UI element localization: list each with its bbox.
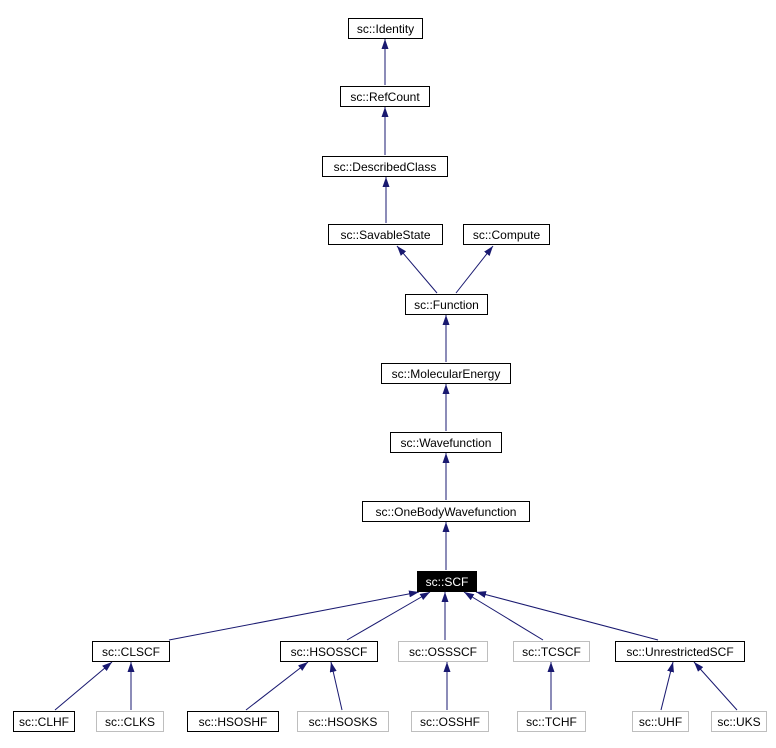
class-node-label: sc::SavableState (340, 227, 431, 242)
class-node-savablestate[interactable]: sc::SavableState (328, 224, 443, 245)
class-node-wavefunction[interactable]: sc::Wavefunction (390, 432, 502, 453)
class-node-label: sc::HSOSHF (198, 714, 268, 729)
class-node-label: sc::RefCount (350, 89, 420, 104)
class-node-hsosscf[interactable]: sc::HSOSSCF (280, 641, 378, 662)
class-node-label: sc::OneBodyWavefunction (375, 504, 517, 519)
class-node-compute[interactable]: sc::Compute (463, 224, 550, 245)
class-node-describedclass[interactable]: sc::DescribedClass (322, 156, 448, 177)
inheritance-arrow-tcscf-to-scf (463, 591, 544, 641)
class-node-ossscf: sc::OSSSCF (398, 641, 488, 662)
class-node-refcount[interactable]: sc::RefCount (340, 86, 430, 107)
class-node-hsosks: sc::HSOSKS (297, 711, 389, 732)
inheritance-arrow-function-to-savablestate (396, 245, 438, 294)
class-node-label: sc::HSOSKS (308, 714, 378, 729)
class-node-label: sc::Identity (356, 21, 415, 36)
class-node-label: sc::UHF (638, 714, 683, 729)
class-node-onebodywavefunction[interactable]: sc::OneBodyWavefunction (362, 501, 530, 522)
class-node-label: sc::OSSSCF (408, 644, 477, 659)
class-node-scf: sc::SCF (417, 571, 477, 592)
class-node-label: sc::MolecularEnergy (391, 366, 501, 381)
class-node-uks: sc::UKS (711, 711, 767, 732)
class-node-label: sc::HSOSSCF (290, 644, 368, 659)
class-node-label: sc::TCSCF (522, 644, 581, 659)
class-node-clks: sc::CLKS (96, 711, 164, 732)
class-node-hsoshf[interactable]: sc::HSOSHF (187, 711, 279, 732)
inheritance-arrow-clscf-to-scf (168, 590, 420, 641)
class-node-label: sc::SCF (425, 574, 469, 589)
class-node-osshf: sc::OSSHF (411, 711, 489, 732)
inheritance-arrow-hsosscf-to-scf (346, 591, 431, 641)
inheritance-arrow-hsoshf-to-hsosscf (245, 661, 309, 711)
class-node-clhf[interactable]: sc::CLHF (13, 711, 75, 732)
class-node-label: sc::UKS (717, 714, 761, 729)
inheritance-arrow-clhf-to-clscf (54, 661, 113, 711)
class-node-molecularenergy[interactable]: sc::MolecularEnergy (381, 363, 511, 384)
class-node-uhf: sc::UHF (632, 711, 689, 732)
class-node-label: sc::TCHF (526, 714, 577, 729)
inheritance-arrow-hsosks-to-hsosscf (329, 661, 343, 711)
class-node-label: sc::Wavefunction (400, 435, 492, 450)
inheritance-arrow-unrestrictedscf-to-scf (475, 591, 659, 641)
class-node-unrestrictedscf[interactable]: sc::UnrestrictedSCF (615, 641, 745, 662)
class-node-clscf[interactable]: sc::CLSCF (92, 641, 170, 662)
class-node-label: sc::UnrestrictedSCF (626, 644, 734, 659)
class-node-tcscf: sc::TCSCF (513, 641, 590, 662)
class-node-label: sc::CLHF (18, 714, 69, 729)
class-node-identity[interactable]: sc::Identity (348, 18, 423, 39)
class-node-label: sc::CLKS (104, 714, 155, 729)
class-node-tchf: sc::TCHF (517, 711, 586, 732)
class-node-label: sc::Compute (472, 227, 541, 242)
class-node-label: sc::DescribedClass (333, 159, 437, 174)
inheritance-arrow-uhf-to-unrestrictedscf (660, 661, 674, 711)
class-node-label: sc::OSSHF (419, 714, 480, 729)
inheritance-arrow-function-to-compute (455, 245, 494, 294)
inheritance-arrow-uks-to-unrestrictedscf (693, 661, 738, 711)
class-node-function[interactable]: sc::Function (405, 294, 488, 315)
class-node-label: sc::CLSCF (101, 644, 160, 659)
class-node-label: sc::Function (414, 297, 479, 312)
